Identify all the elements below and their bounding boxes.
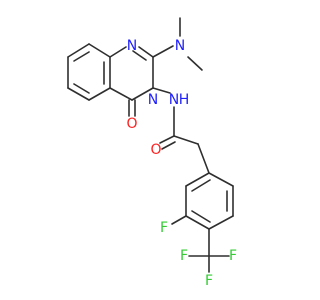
bond-layer	[67, 17, 234, 273]
bond	[197, 143, 210, 174]
atom-label-o-amide: O	[150, 142, 161, 158]
atom-label-h: H	[179, 92, 190, 108]
atom-label-n-amide: N	[169, 92, 179, 108]
atom-label-n1: N	[127, 38, 137, 54]
atom-label-n3: N	[148, 92, 158, 108]
bond	[132, 50, 147, 61]
atom-label-f-left: F	[180, 248, 188, 264]
atom-label-nme2: N	[175, 38, 185, 54]
bond	[185, 215, 210, 230]
bond	[73, 51, 90, 62]
bond	[208, 172, 234, 187]
bond	[88, 43, 111, 58]
bond	[208, 215, 234, 230]
atom-label-o-carbonyl: O	[126, 116, 137, 132]
atom-label-layer: N N N N H O O F F F F	[126, 38, 237, 289]
bond	[185, 172, 210, 187]
bond	[187, 56, 203, 71]
bond	[67, 43, 90, 58]
bond	[88, 87, 111, 101]
bond	[138, 46, 154, 58]
bond	[131, 87, 154, 101]
atom-label-f-ring: F	[160, 220, 168, 236]
bond	[152, 45, 174, 58]
bond	[109, 87, 133, 101]
atom-label-f-bottom: F	[205, 273, 213, 289]
bond	[152, 87, 171, 94]
atom-label-f-right: F	[229, 248, 237, 264]
bond	[67, 87, 90, 101]
bond	[161, 141, 176, 150]
bond	[191, 210, 211, 223]
bond	[171, 215, 187, 225]
bond	[73, 83, 90, 94]
bond	[173, 135, 199, 145]
structure-diagram: N N N N H O O F F F F	[67, 17, 237, 289]
bond	[109, 46, 127, 58]
bond	[191, 179, 211, 192]
bond	[159, 135, 175, 144]
